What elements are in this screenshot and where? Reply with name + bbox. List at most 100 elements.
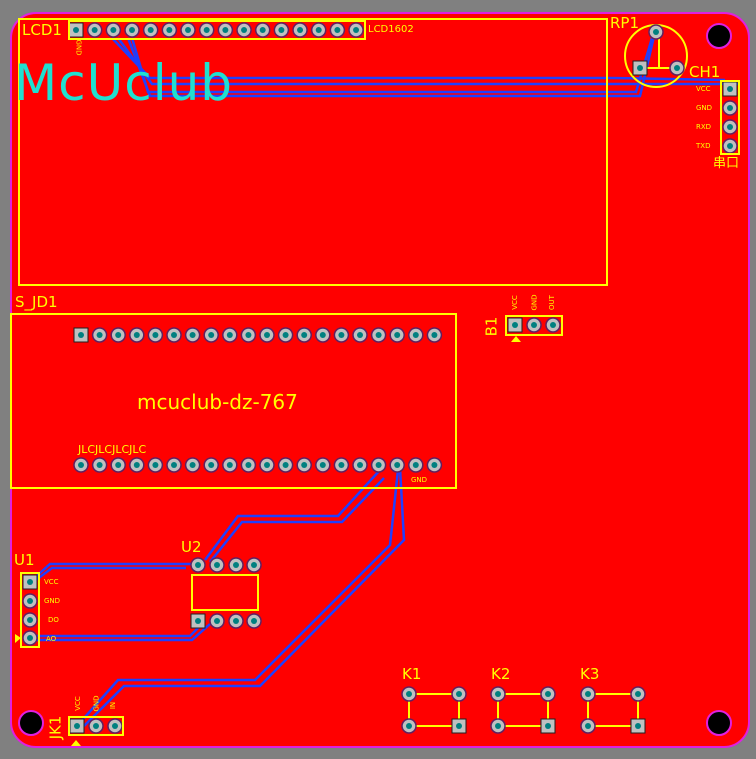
pad-hole (512, 322, 518, 328)
b1-designator: B1 (482, 316, 501, 337)
jk1-outline (68, 716, 124, 736)
pad-hole (133, 462, 140, 468)
u2-designator: U2 (181, 538, 202, 556)
pad-hole (129, 27, 136, 33)
pad-hole (214, 562, 220, 568)
pad-hole (251, 562, 257, 568)
logo: McUclub (14, 54, 234, 112)
pad-hole (531, 322, 537, 328)
pad-hole (319, 462, 326, 468)
pad-hole (259, 27, 266, 33)
pad-hole (91, 27, 98, 33)
pad-hole (727, 143, 733, 149)
pin1-marker (511, 336, 521, 342)
u1-pin-label: GND (44, 597, 61, 605)
u1-pin-label: VCC (44, 578, 59, 586)
pad-hole (301, 462, 308, 468)
pad-hole (635, 723, 641, 729)
pad-hole (27, 635, 33, 641)
pcb-board (10, 12, 750, 748)
jk1-pin-label: VCC (73, 696, 82, 711)
ch1-designator: CH1 (689, 63, 721, 81)
pad-hole (545, 723, 551, 729)
pad-hole (226, 462, 233, 468)
pad-hole (96, 332, 103, 338)
pad-hole (375, 462, 382, 468)
b1-pin-label: OUT (547, 295, 556, 310)
u1-outline (20, 572, 40, 648)
jk1-pin-label: IN (109, 701, 118, 710)
pad-hole (727, 86, 733, 92)
lcd1-header-outline (68, 20, 366, 40)
lcd1-designator: LCD1 (22, 21, 62, 39)
pad-hole (357, 462, 363, 468)
trace (30, 623, 211, 642)
pad-hole (353, 27, 360, 33)
jk1-designator: JK1 (46, 715, 65, 740)
s-jd1-pin-label: GND (411, 476, 428, 484)
ch1-name: 串口 (713, 156, 740, 171)
pad-hole (115, 462, 122, 468)
pad-hole (133, 332, 140, 338)
b1-pin-label: VCC (510, 295, 519, 310)
pad-hole (73, 27, 79, 33)
trace (209, 477, 385, 563)
pad-hole (245, 462, 252, 468)
pad-hole (166, 27, 173, 33)
pad-hole (456, 691, 462, 697)
pad-hole (727, 105, 733, 111)
pad-hole (264, 332, 270, 338)
pad-hole (208, 462, 215, 468)
pad-hole (282, 462, 289, 468)
ch1-pin-label: VCC (696, 85, 711, 93)
pad-hole (585, 723, 591, 729)
trace (83, 467, 406, 727)
u1-pin-label: DO (48, 616, 59, 624)
button-outline (587, 693, 639, 727)
pad-hole (93, 723, 99, 729)
pad-hole (357, 332, 363, 338)
s-jd1-outline (10, 313, 457, 489)
k2-designator: K2 (491, 665, 511, 683)
pin1-marker (15, 634, 21, 643)
pad-hole (110, 27, 117, 33)
pad-hole (203, 27, 210, 33)
trace (111, 37, 726, 82)
pad-hole (394, 332, 401, 338)
pad-hole (74, 723, 80, 729)
trace (204, 469, 381, 561)
pad-hole (214, 618, 220, 624)
pad-hole (456, 723, 462, 729)
k3-designator: K3 (580, 665, 600, 683)
ch1-pin-label: GND (696, 104, 713, 112)
pad-hole (96, 462, 103, 468)
pad-hole (27, 598, 33, 604)
u1-designator: U1 (14, 551, 35, 569)
pad-hole (431, 332, 438, 338)
pad-hole (208, 332, 215, 338)
pad-hole (245, 332, 252, 338)
pad-hole (195, 618, 201, 624)
pad-hole (27, 579, 33, 585)
pad-hole (375, 332, 382, 338)
pad-hole (412, 332, 419, 338)
u2-body-outline (191, 574, 259, 611)
trace (76, 469, 400, 727)
rp1-designator: RP1 (610, 14, 640, 32)
pad-hole (226, 332, 233, 338)
pad-hole (495, 691, 501, 697)
pad-hole (338, 462, 345, 468)
pad-hole (653, 29, 659, 35)
pad-hole (495, 723, 501, 729)
pad-hole (27, 617, 33, 623)
pad-hole (78, 462, 84, 468)
b1-pin-label: GND (530, 294, 539, 311)
pad-hole (233, 562, 239, 568)
pad-hole (394, 462, 401, 468)
pad-hole (674, 65, 680, 71)
s-jd1-note: JLCJLCJLCJLC (78, 443, 147, 456)
pad-hole (171, 462, 177, 468)
pad-hole (195, 562, 201, 568)
pad-hole (152, 332, 159, 338)
pad-hole (635, 691, 641, 697)
